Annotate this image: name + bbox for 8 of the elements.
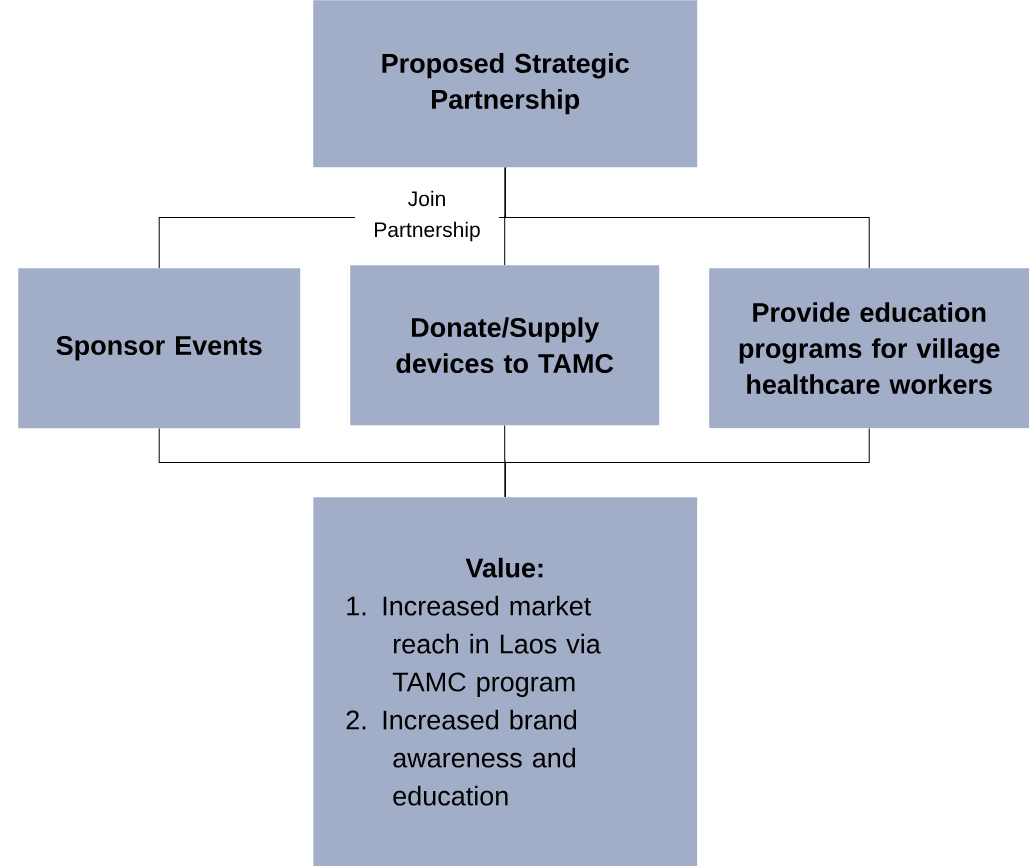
connector-line	[504, 166, 870, 269]
value-box: Value: 1. Increased market reach in Laos via TAMC program 2. Increased brand awareness and education	[313, 497, 698, 866]
process-box: Proposed Strategic Partnership	[313, 0, 698, 168]
connector-line	[504, 427, 870, 498]
process-box: Provide education programs for village healthcare workers	[709, 268, 1029, 429]
process-box: Sponsor Events	[18, 268, 301, 429]
process-box: Donate/Supply devices to TAMC	[350, 265, 660, 426]
edge-label: Join Partnership	[375, 190, 480, 242]
